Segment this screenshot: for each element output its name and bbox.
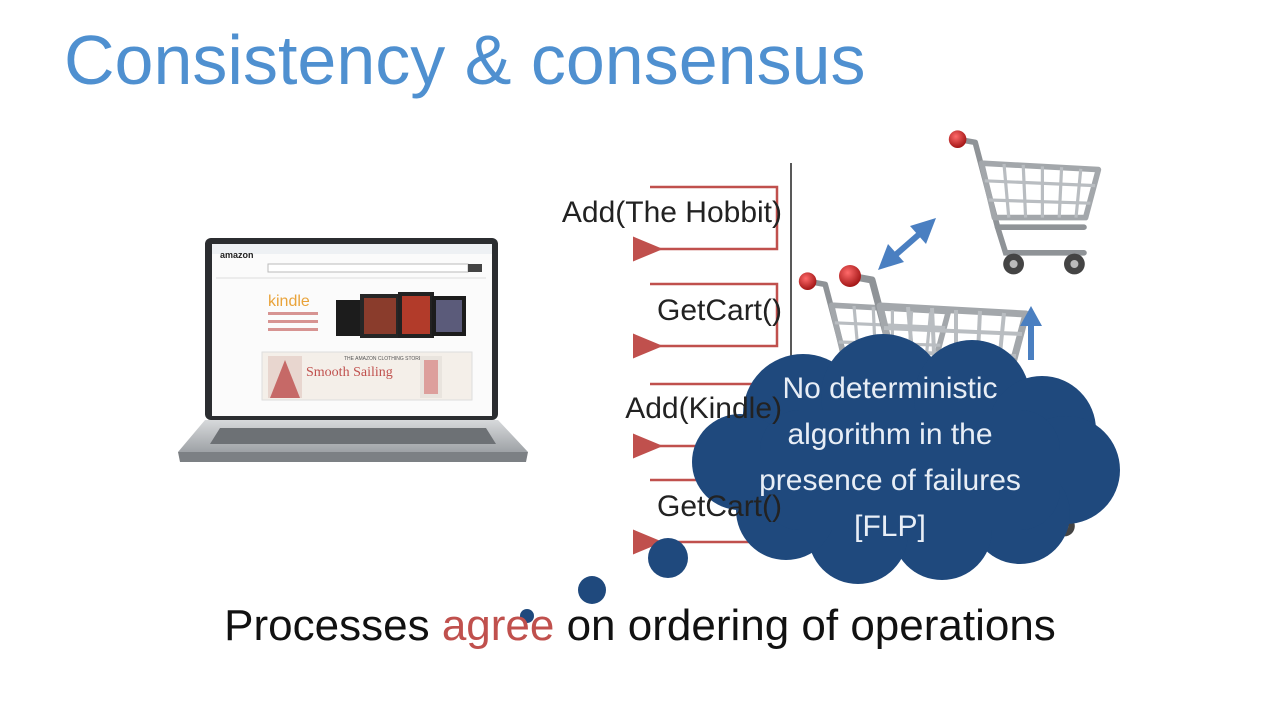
shopping-cart-icon	[949, 130, 1099, 274]
caption: Processes agree on ordering of operation…	[200, 598, 1080, 654]
operation-label: Add(The Hobbit)	[561, 196, 782, 229]
operation-label: GetCart()	[656, 490, 782, 523]
laptop-kindle: kindle	[268, 293, 310, 310]
laptop-banner-title: Smooth Sailing	[306, 365, 393, 380]
thought-bubble-text: No deterministic algorithm in the presen…	[759, 372, 1021, 543]
laptop-icon: amazon kindle THE AMAZON CLOTHING STORE …	[178, 238, 528, 462]
page-title: Consistency & consensus	[64, 21, 866, 99]
operation-label: GetCart()	[656, 294, 782, 327]
caption-highlight: agree	[441, 601, 555, 650]
double-arrow-icon	[878, 218, 936, 270]
caption-after: on ordering of operations	[554, 601, 1056, 650]
operation-labels: Add(The Hobbit) GetCart() Add(Kindle) Ge…	[430, 0, 782, 720]
double-arrow-icon	[1020, 306, 1042, 360]
laptop-brand: amazon	[220, 250, 254, 260]
thought-bubble	[520, 334, 1120, 623]
laptop-banner-header: THE AMAZON CLOTHING STORE	[344, 356, 423, 362]
operation-label: Add(Kindle)	[625, 392, 782, 425]
caption-before: Processes	[224, 601, 442, 650]
